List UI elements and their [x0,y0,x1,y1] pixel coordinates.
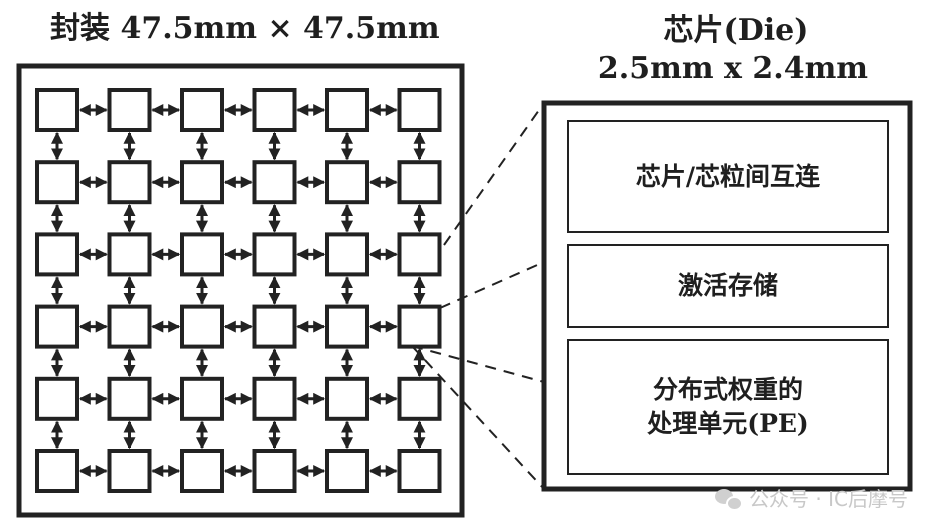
chiplet-grid [35,88,442,493]
chiplet-node [35,160,79,205]
chiplet-node [397,232,442,277]
chiplet-node [180,232,224,277]
die-title-name: 芯片(Die) [663,13,809,48]
die-block-interconnect: 芯片/芯粒间互连 [567,120,889,233]
chiplet-node [35,449,79,493]
chiplet-node [397,304,442,349]
chiplet-node [252,160,297,205]
chiplet-node [397,160,442,205]
callout-line-2 [439,261,545,309]
chiplet-node [325,232,369,277]
chiplet-node [397,376,442,421]
chiplet-node [325,160,369,205]
callout-line-1 [443,102,545,246]
chiplet-node [107,160,152,205]
wechat-icon [715,487,744,511]
chiplet-node [107,449,152,493]
chiplet-node [325,449,369,493]
die-title-size: 2.5mm x 2.4mm [597,51,869,86]
chiplet-node [35,232,79,277]
chiplet-node [35,304,79,349]
chiplet-node [325,88,369,132]
chiplet-node [325,304,369,349]
die-block-pe-label-line1: 分布式权重的 [652,375,803,404]
die-block-activation-storage-label: 激活存储 [677,271,778,300]
zoom-callout-lines [411,102,545,490]
package-title: 封装 47.5mm × 47.5mm [50,11,440,46]
chiplet-node [325,376,369,421]
die-block-pe-label-line2: 处理单元(PE) [647,409,809,438]
watermark-text: 公众号 · IC后摩号 [749,487,908,511]
chiplet-node [107,304,152,349]
chiplet-node [35,88,79,132]
callout-line-4 [411,345,545,490]
chiplet-node [397,449,442,493]
chiplet-node [252,232,297,277]
watermark: 公众号 · IC后摩号 [715,483,908,512]
chiplet-node [252,88,297,132]
die-block-activation-storage: 激活存储 [567,244,889,328]
chiplet-node [252,376,297,421]
die-block-interconnect-label: 芯片/芯粒间互连 [635,161,821,191]
chiplet-node [252,449,297,493]
callout-line-3 [411,345,545,383]
package-outline [16,63,465,518]
chiplet-node [35,376,79,421]
chiplet-node [107,376,152,421]
die-block-processing-elements: 分布式权重的 处理单元(PE) [567,339,889,475]
chiplet-node [180,376,224,421]
chiplet-node [107,232,152,277]
chiplet-node [180,88,224,132]
chiplet-node [397,88,442,132]
chiplet-node [180,160,224,205]
chiplet-node [107,88,152,132]
chiplet-node [252,304,297,349]
chiplet-node [180,304,224,349]
chiplet-node [180,449,224,493]
